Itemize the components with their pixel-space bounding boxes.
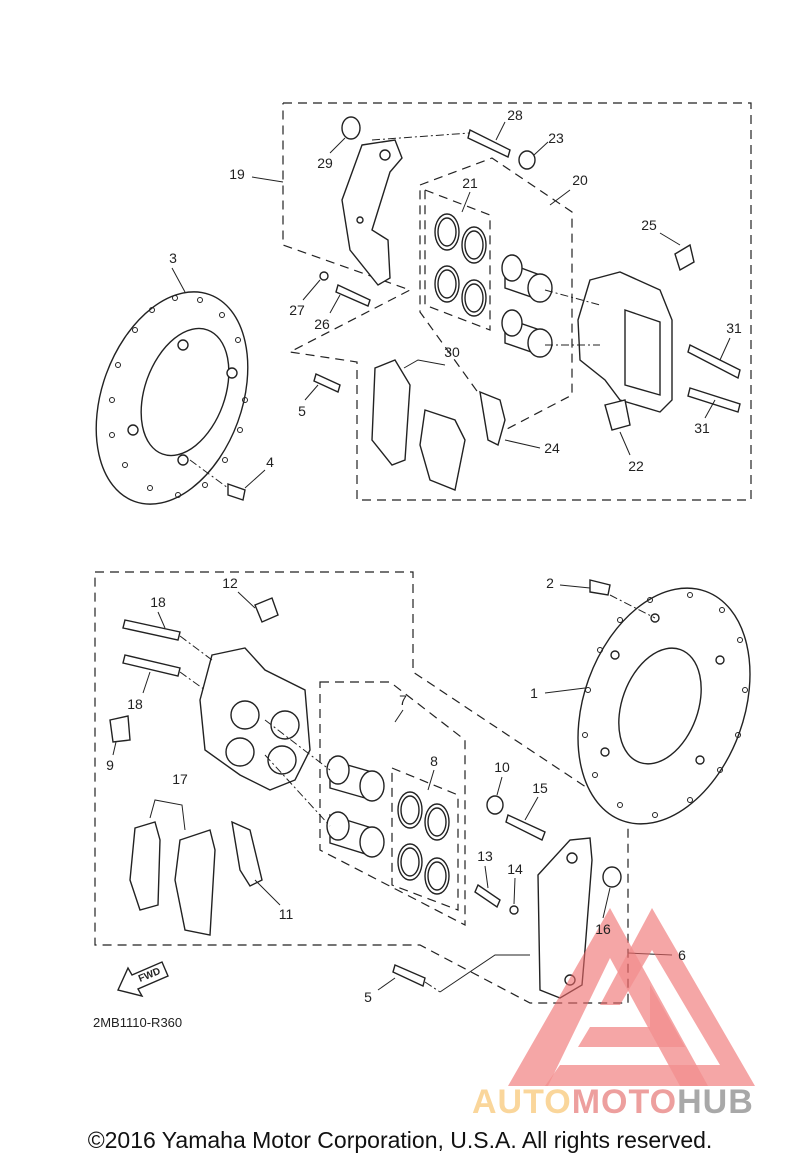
hardware-bottom — [109, 579, 611, 987]
caliper-top — [577, 271, 673, 413]
pistons-bottom — [326, 755, 385, 858]
fwd-arrow-icon: FWD — [117, 961, 169, 998]
callout-16: 16 — [595, 921, 611, 937]
callout-2: 2 — [546, 575, 554, 591]
callout-31b: 31 — [694, 420, 710, 436]
pads-bottom — [129, 820, 263, 936]
watermark-logo: AUTOMOTOHUB — [472, 908, 755, 1121]
callout-27: 27 — [289, 302, 305, 318]
callout-12: 12 — [222, 575, 238, 591]
seals-top — [434, 213, 487, 317]
caliper-bracket-top — [341, 116, 403, 286]
copyright-notice: ©2016 Yamaha Motor Corporation, U.S.A. A… — [87, 1127, 713, 1153]
callout-23: 23 — [548, 130, 564, 146]
callout-19: 19 — [229, 166, 245, 182]
callout-1: 1 — [530, 685, 538, 701]
callout-7: 7 — [399, 692, 407, 708]
callout-14: 14 — [507, 861, 523, 877]
callout-29: 29 — [317, 155, 333, 171]
callout-4: 4 — [266, 454, 274, 470]
callout-31a: 31 — [726, 320, 742, 336]
callout-25: 25 — [641, 217, 657, 233]
callout-5a: 5 — [298, 403, 306, 419]
callout-13: 13 — [477, 848, 493, 864]
group-outlines — [94, 102, 752, 1004]
brake-disc-3 — [95, 291, 249, 505]
seals-bottom — [397, 791, 450, 895]
hardware-top — [227, 128, 741, 501]
leader-lines — [112, 121, 731, 993]
diagram-code: 2MB1110-R360 — [93, 1015, 182, 1030]
callout-18a: 18 — [150, 594, 166, 610]
callouts: 3 19 29 28 23 21 20 25 27 26 30 31 5 24 … — [106, 107, 742, 1005]
callout-5b: 5 — [364, 989, 372, 1005]
svg-text:AUTOMOTOHUB: AUTOMOTOHUB — [472, 1083, 754, 1121]
pads-top — [371, 359, 506, 491]
callout-20: 20 — [572, 172, 588, 188]
callout-15: 15 — [532, 780, 548, 796]
callout-22: 22 — [628, 458, 644, 474]
callout-9: 9 — [106, 757, 114, 773]
callout-8: 8 — [430, 753, 438, 769]
callout-11: 11 — [279, 906, 294, 922]
watermark-moto: MOTO — [572, 1083, 677, 1121]
brake-disc-1 — [577, 587, 751, 825]
callout-24: 24 — [544, 440, 560, 456]
callout-28: 28 — [507, 107, 523, 123]
caliper-bottom — [199, 647, 311, 791]
callout-6: 6 — [678, 947, 686, 963]
caliper-bracket-bottom — [537, 837, 622, 999]
callout-26: 26 — [314, 316, 330, 332]
callout-18b: 18 — [127, 696, 143, 712]
callout-10: 10 — [494, 759, 510, 775]
callout-17: 17 — [172, 771, 188, 787]
pistons-top — [501, 254, 553, 358]
watermark-hub: HUB — [677, 1083, 754, 1121]
callout-21: 21 — [462, 175, 478, 191]
callout-30: 30 — [444, 344, 460, 360]
watermark-auto: AUTO — [472, 1083, 572, 1121]
callout-3: 3 — [169, 250, 177, 266]
